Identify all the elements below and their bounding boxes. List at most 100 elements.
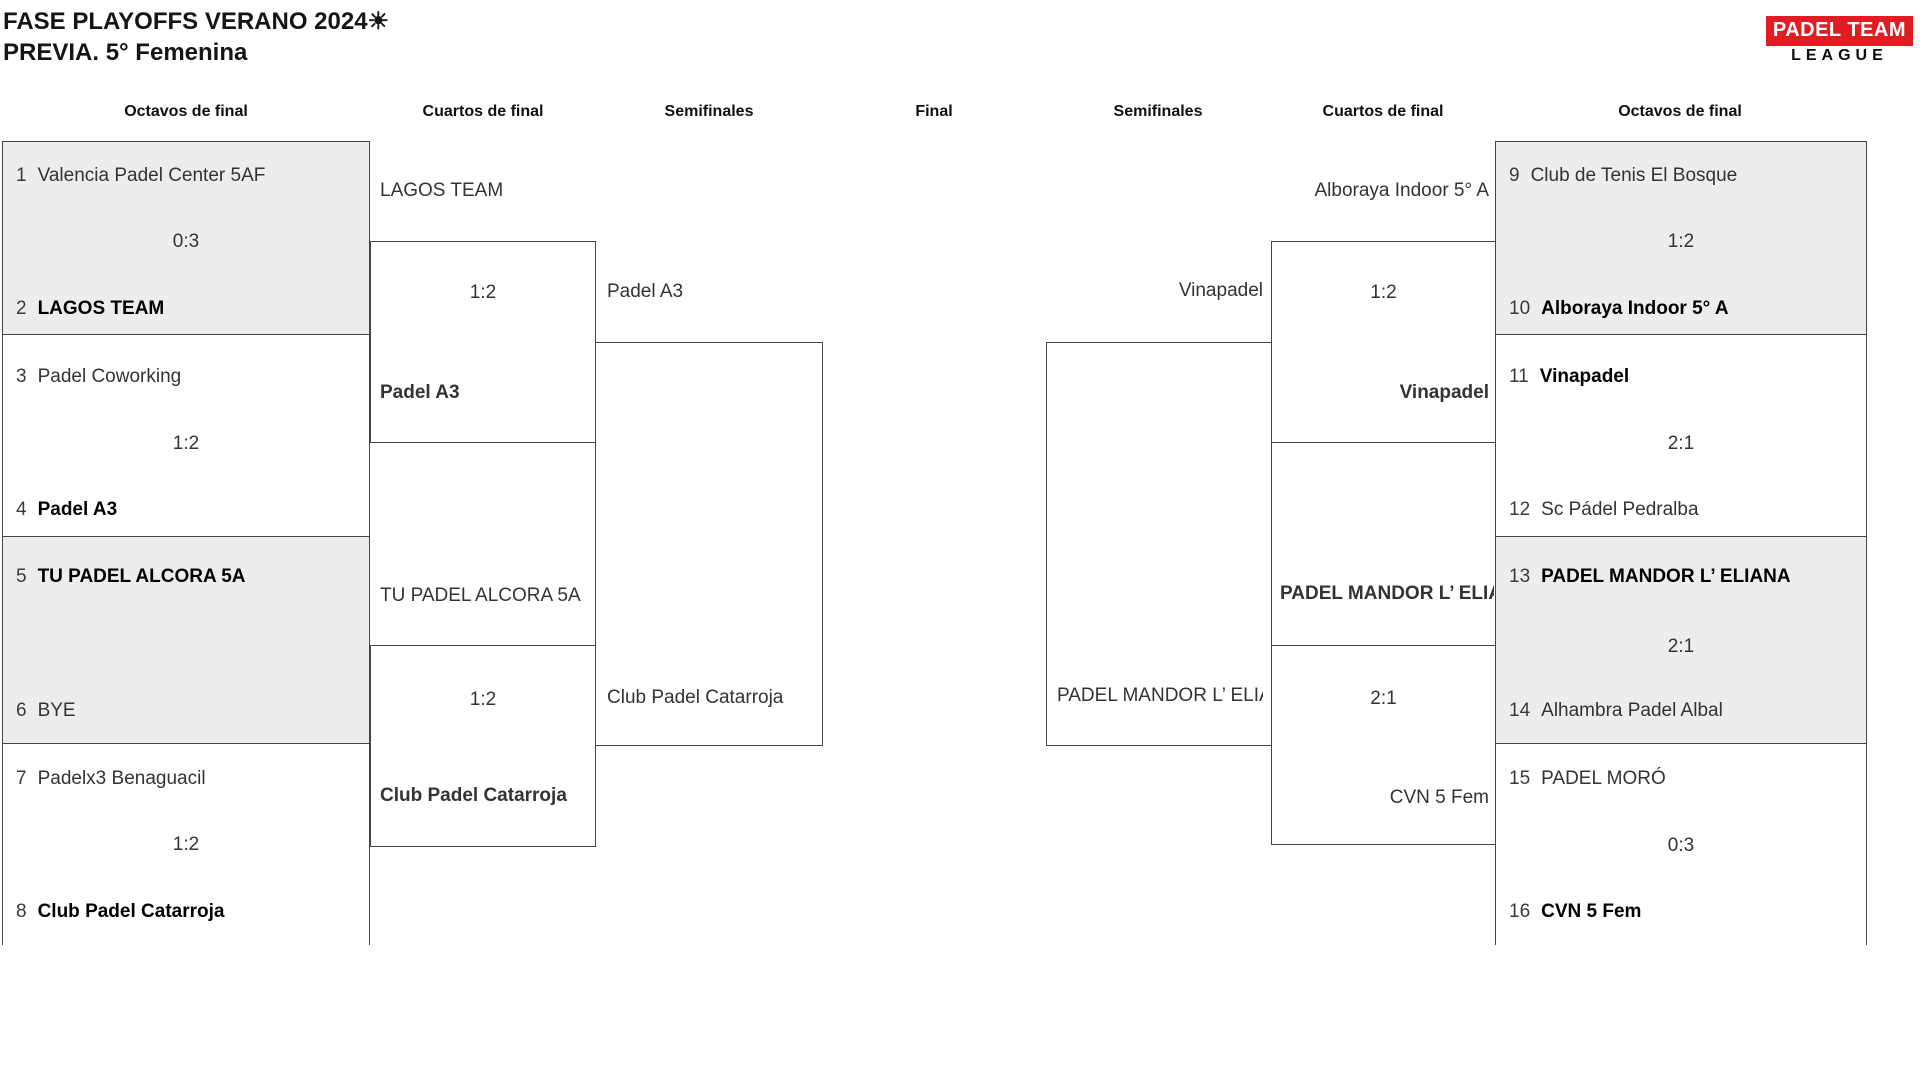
match-score: 0:3: [1667, 835, 1695, 856]
cuartos-right-1-score: 1:2: [1370, 282, 1397, 303]
padel-team-league-logo: PADEL TEAM LEAGUE: [1765, 16, 1913, 65]
match-score: 1:2: [172, 433, 200, 454]
match-box-octavos-6: 11 Vinapadel 2:1 12 Sc Pádel Pedralba: [1496, 335, 1866, 537]
logo-padel-team: PADEL TEAM: [1765, 16, 1913, 46]
cuartos-right-2-team1-winner: PADEL MANDOR L’ ELIANA: [1280, 583, 1494, 604]
match-box-octavos-3: 5 TU PADEL ALCORA 5A 6 BYE: [3, 537, 369, 744]
cuartos-left-1-team2-winner: Padel A3: [380, 382, 460, 403]
seed-number: 9: [1509, 165, 1520, 186]
team-name-winner: Club Padel Catarroja: [37, 901, 225, 922]
cuartos-right-1-team1: Alboraya Indoor 5° A: [1314, 180, 1490, 201]
team-name-winner: PADEL MANDOR L’ ELIANA: [1541, 566, 1791, 587]
octavos-right-column: 9 Club de Tenis El Bosque 1:2 10 Alboraya …: [1495, 141, 1867, 945]
connector-cuartos-left-2: [370, 645, 596, 847]
round-header-octavos-right: Octavos de final: [1618, 103, 1742, 120]
team-row: 14 Alhambra Padel Albal: [1509, 698, 1860, 723]
team-row: 1 Valencia Padel Center 5AF: [16, 163, 363, 188]
title-line-1: FASE PLAYOFFS VERANO 2024☀: [3, 8, 390, 35]
connector-semifinal-left: [595, 342, 823, 746]
match-box-octavos-7: 13 PADEL MANDOR L’ ELIANA 2:1 14 Alhambra …: [1496, 537, 1866, 744]
team-row: 3 Padel Coworking: [16, 364, 363, 389]
team-name: Sc Pádel Pedralba: [1541, 499, 1699, 520]
cuartos-left-2-score: 1:2: [469, 689, 497, 710]
team-row: 16 CVN 5 Fem: [1509, 899, 1860, 924]
team-name-winner: TU PADEL ALCORA 5A: [37, 566, 246, 587]
seed-number: 14: [1509, 700, 1531, 721]
team-row: 13 PADEL MANDOR L’ ELIANA: [1509, 564, 1860, 589]
cuartos-left-1-team1: LAGOS TEAM: [380, 180, 504, 201]
cuartos-left-2-team2-winner: Club Padel Catarroja: [380, 785, 567, 806]
team-row: 9 Club de Tenis El Bosque: [1509, 163, 1860, 188]
cuartos-left-2-team1: TU PADEL ALCORA 5A: [380, 585, 581, 606]
team-row: 7 Padelx3 Benaguacil: [16, 766, 363, 791]
page-title: FASE PLAYOFFS VERANO 2024☀ PREVIA. 5° Fe…: [3, 6, 389, 68]
round-header-cuartos-left: Cuartos de final: [422, 103, 544, 120]
team-row: 8 Club Padel Catarroja: [16, 899, 363, 924]
semifinal-right-team2: PADEL MANDOR L’ ELIANA: [1057, 685, 1263, 706]
seed-number: 6: [16, 700, 27, 721]
semifinal-right-team1: Vinapadel: [1178, 280, 1263, 301]
cuartos-right-2-score: 2:1: [1370, 688, 1397, 709]
match-score: 2:1: [1667, 636, 1695, 657]
team-name: Alhambra Padel Albal: [1541, 700, 1723, 721]
seed-number: 3: [16, 366, 27, 387]
team-name: Padel Coworking: [37, 366, 182, 387]
seed-number: 10: [1509, 298, 1531, 319]
round-header-final: Final: [915, 103, 953, 120]
team-name-winner: Vinapadel: [1539, 366, 1630, 387]
seed-number: 16: [1509, 901, 1531, 922]
seed-number: 1: [16, 165, 27, 186]
team-row: 15 PADEL MORÓ: [1509, 766, 1860, 791]
match-score: 0:3: [172, 231, 200, 252]
team-row: 12 Sc Pádel Pedralba: [1509, 497, 1860, 522]
connector-cuartos-left-1: [370, 241, 596, 443]
round-header-octavos-left: Octavos de final: [124, 103, 248, 120]
team-row: 2 LAGOS TEAM: [16, 296, 363, 321]
seed-number: 5: [16, 566, 27, 587]
connector-semifinal-right: [1046, 342, 1272, 746]
seed-number: 12: [1509, 499, 1531, 520]
team-name-winner: Padel A3: [37, 499, 118, 520]
team-row: 6 BYE: [16, 698, 363, 723]
team-row: 10 Alboraya Indoor 5° A: [1509, 296, 1860, 321]
match-score: 2:1: [1667, 433, 1695, 454]
round-header-semis-left: Semifinales: [664, 103, 754, 120]
match-box-octavos-2: 3 Padel Coworking 1:2 4 Padel A3: [3, 335, 369, 537]
team-name-winner: LAGOS TEAM: [37, 298, 165, 319]
connector-cuartos-right-2: [1271, 645, 1496, 845]
seed-number: 7: [16, 768, 27, 789]
match-box-octavos-5: 9 Club de Tenis El Bosque 1:2 10 Alboraya …: [1496, 142, 1866, 335]
octavos-left-column: 1 Valencia Padel Center 5AF 0:3 2 LAGOS TE…: [2, 141, 370, 945]
match-score: 1:2: [172, 834, 200, 855]
team-row: 5 TU PADEL ALCORA 5A: [16, 564, 363, 589]
round-header-semis-right: Semifinales: [1113, 103, 1203, 120]
title-line-2: PREVIA. 5° Femenina: [3, 39, 248, 66]
connector-cuartos-right-1: [1271, 241, 1496, 443]
seed-number: 11: [1509, 366, 1529, 387]
semifinal-left-team1: Padel A3: [607, 281, 684, 302]
team-name: Club de Tenis El Bosque: [1530, 165, 1738, 186]
team-name: Padelx3 Benaguacil: [37, 768, 206, 789]
team-name: Valencia Padel Center 5AF: [37, 165, 266, 186]
team-name-winner: Alboraya Indoor 5° A: [1541, 298, 1729, 319]
match-box-octavos-8: 15 PADEL MORÓ 0:3 16 CVN 5 Fem: [1496, 744, 1866, 945]
seed-number: 4: [16, 499, 27, 520]
seed-number: 8: [16, 901, 27, 922]
team-name: PADEL MORÓ: [1541, 768, 1666, 789]
semifinal-left-team2: Club Padel Catarroja: [607, 687, 784, 708]
cuartos-left-1-score: 1:2: [469, 282, 497, 303]
match-score: 1:2: [1667, 231, 1695, 252]
logo-league: LEAGUE: [1791, 47, 1888, 64]
round-header-cuartos-right: Cuartos de final: [1322, 103, 1444, 120]
team-name-winner: CVN 5 Fem: [1541, 901, 1642, 922]
seed-number: 15: [1509, 768, 1531, 789]
cuartos-right-2-team2: CVN 5 Fem: [1389, 787, 1489, 808]
team-row: 4 Padel A3: [16, 497, 363, 522]
seed-number: 13: [1509, 566, 1531, 587]
match-box-octavos-4: 7 Padelx3 Benaguacil 1:2 8 Club Padel Cata…: [3, 744, 369, 945]
match-box-octavos-1: 1 Valencia Padel Center 5AF 0:3 2 LAGOS TE…: [3, 142, 369, 335]
team-row: 11 Vinapadel: [1509, 364, 1860, 389]
seed-number: 2: [16, 298, 27, 319]
team-name: BYE: [37, 700, 76, 721]
